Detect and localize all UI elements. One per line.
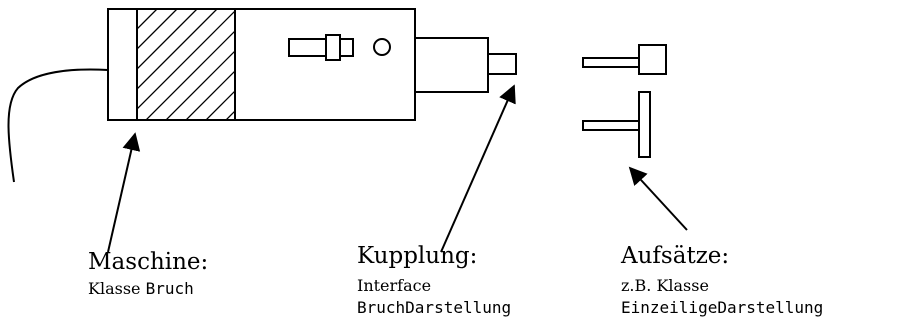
machine-body bbox=[107, 8, 416, 121]
attachment-disc-bottom bbox=[638, 91, 651, 158]
attachment-shaft-bottom bbox=[582, 120, 640, 131]
coupling-pin bbox=[487, 53, 517, 75]
attachment-head-top bbox=[638, 44, 667, 75]
hatched-grip-border bbox=[136, 8, 236, 121]
machine-description: Klasse Bruch bbox=[88, 279, 194, 298]
chuck bbox=[414, 37, 489, 93]
coupling-line2: BruchDarstellung bbox=[357, 298, 511, 317]
arrow-to-attachments bbox=[628, 166, 688, 231]
coupling-heading: Kupplung: bbox=[357, 243, 477, 269]
power-cable bbox=[7, 68, 109, 183]
indicator-light bbox=[373, 38, 391, 56]
attachments-line2: EinzeiligeDarstellung bbox=[621, 298, 823, 317]
machine-desc-class: Bruch bbox=[146, 279, 194, 298]
machine-heading: Maschine: bbox=[88, 249, 208, 275]
attachments-line1: z.B. Klasse bbox=[621, 276, 709, 295]
switch-knob bbox=[325, 34, 341, 61]
machine-desc-prefix: Klasse bbox=[88, 279, 146, 298]
hatched-grip bbox=[137, 9, 235, 120]
arrow-to-coupling bbox=[440, 84, 516, 253]
attachments-heading: Aufsätze: bbox=[620, 243, 729, 269]
arrow-to-machine bbox=[107, 132, 141, 253]
coupling-line1: Interface bbox=[357, 276, 431, 295]
attachment-shaft-top bbox=[582, 57, 640, 68]
switch-slot bbox=[288, 38, 354, 57]
